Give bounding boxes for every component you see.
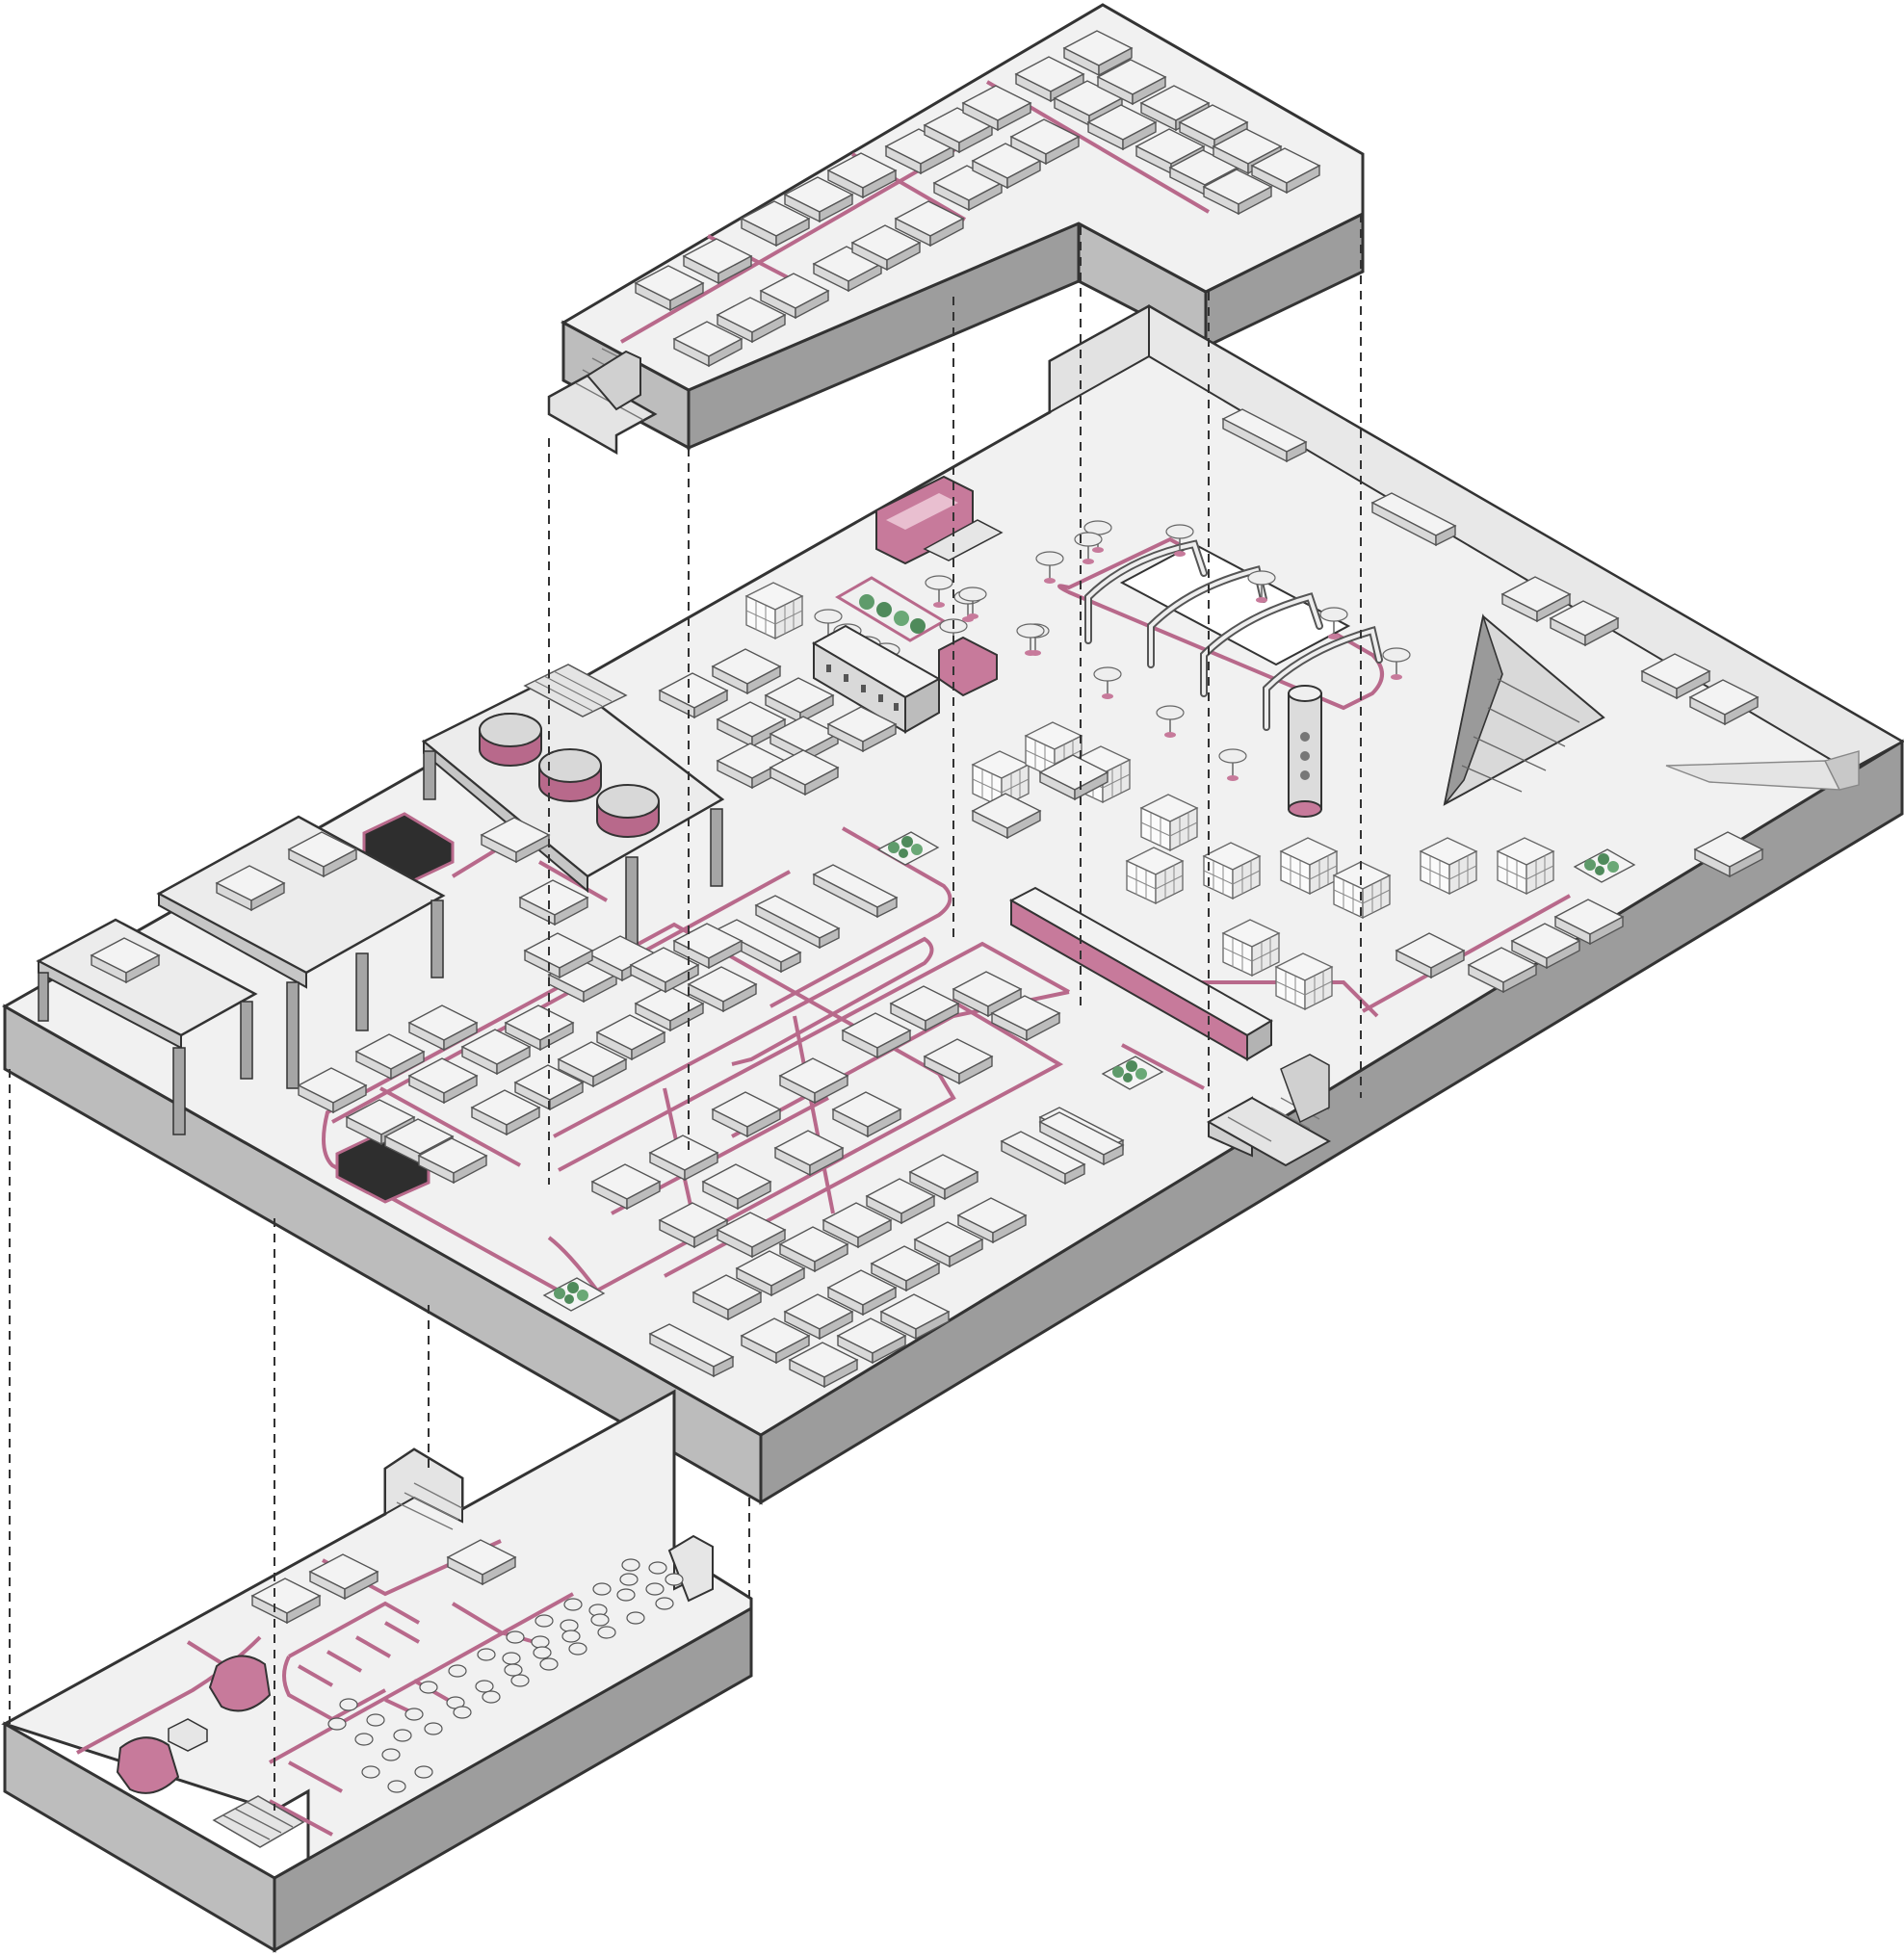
locker-bank — [811, 624, 942, 734]
main-floor-level — [1, 304, 1904, 1505]
long-counter — [1008, 886, 1273, 1061]
lower-floor-level — [1, 1389, 753, 1953]
lower-lounge-chairs — [116, 1655, 272, 1794]
bar-with-arches — [1016, 524, 1411, 818]
main-floor-stair — [1206, 1054, 1332, 1167]
mezzanine-level — [547, 3, 1365, 456]
raised-platforms — [36, 664, 725, 1135]
mezzanine-stair — [547, 348, 658, 456]
projection-lines — [9, 214, 1362, 1811]
amphitheater-steps — [1443, 613, 1860, 806]
planter-table — [814, 520, 1112, 676]
lower-floor-stair — [212, 1795, 305, 1848]
